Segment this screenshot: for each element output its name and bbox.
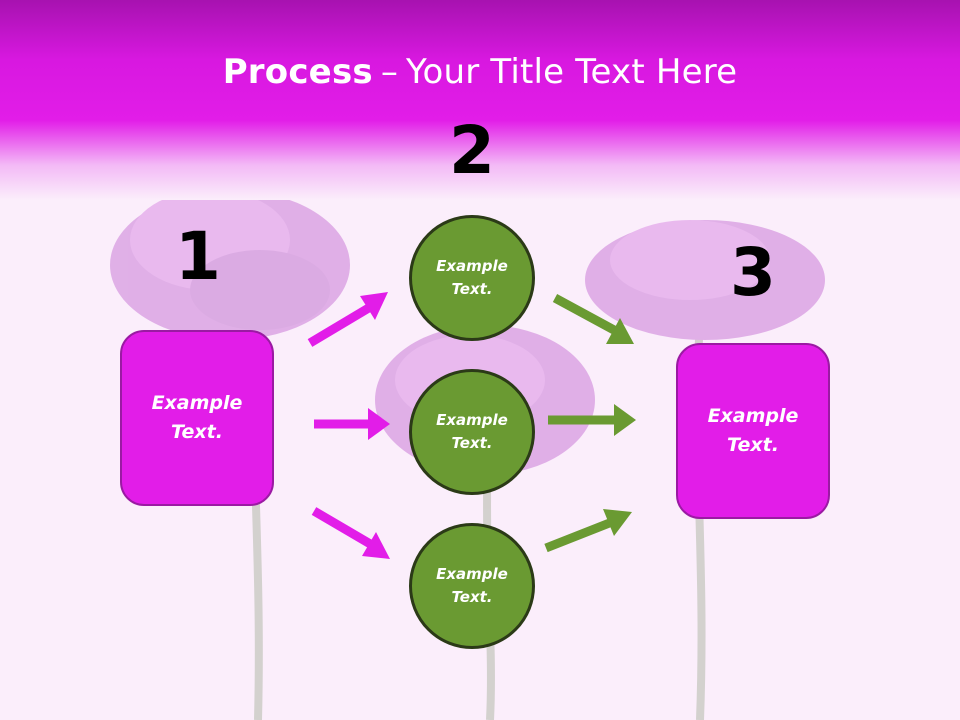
left-box-text: Example Text. [151, 392, 243, 443]
right-box: Example Text. [676, 343, 830, 519]
slide-title: Process–Your Title Text Here [0, 52, 960, 92]
step-number-2: 2 [449, 112, 495, 189]
left-box: Example Text. [120, 330, 274, 506]
bottom-circle: Example Text. [409, 523, 535, 649]
arrow-left-to-bottom [311, 507, 390, 559]
middle-circle-text: Example Text. [436, 411, 508, 452]
top-circle-text: Example Text. [436, 257, 508, 298]
step-number-3: 3 [730, 234, 776, 311]
arrow-middle-to-right [548, 404, 636, 436]
arrow-top-to-right [552, 294, 634, 344]
arrow-left-to-top [307, 292, 388, 347]
top-circle: Example Text. [409, 215, 535, 341]
middle-circle: Example Text. [409, 369, 535, 495]
bottom-circle-text: Example Text. [436, 565, 508, 606]
step-number-1: 1 [175, 218, 221, 295]
header-band [0, 0, 960, 200]
arrow-left-to-middle [314, 408, 390, 440]
title-separator: – [380, 52, 399, 92]
title-bold: Process [222, 52, 373, 92]
title-rest: Your Title Text Here [406, 52, 738, 92]
right-box-text: Example Text. [707, 405, 799, 456]
arrow-bottom-to-right [544, 509, 632, 553]
